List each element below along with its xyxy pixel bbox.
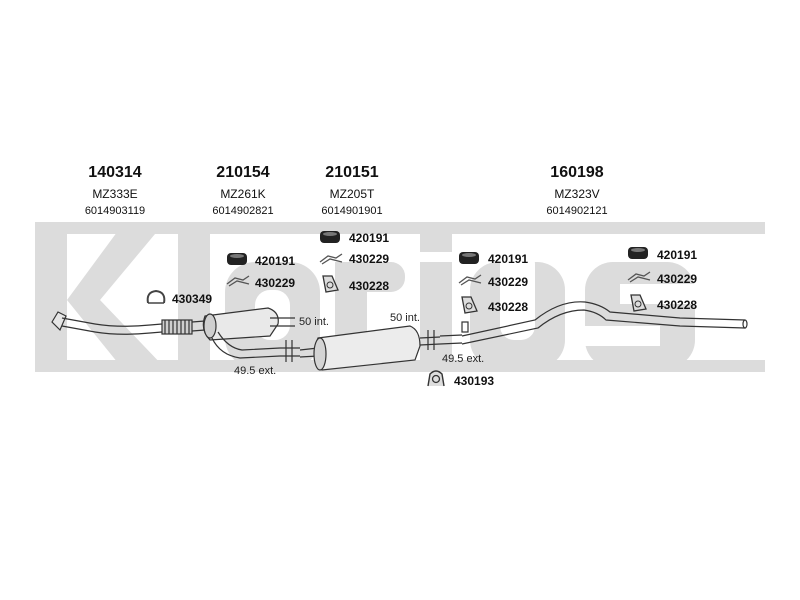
fitting-number: 430228 bbox=[349, 279, 390, 293]
clamp-ring-icon bbox=[146, 289, 166, 304]
oe-number: 6014901901 bbox=[321, 205, 383, 217]
dimension-note: 50 int. bbox=[299, 316, 329, 328]
fitting-number: 430228 bbox=[657, 298, 698, 312]
bracket-icon bbox=[458, 274, 482, 286]
dimension-note: 49.5 ext. bbox=[442, 353, 485, 365]
oe-number: 6014903119 bbox=[84, 205, 146, 217]
center-silencer bbox=[299, 325, 441, 371]
front-silencer bbox=[202, 307, 295, 359]
fitting-number: 420191 bbox=[349, 231, 390, 245]
rubber-mount-icon bbox=[320, 231, 340, 243]
front-pipe bbox=[51, 311, 163, 335]
fitting-number: 430229 bbox=[349, 252, 390, 266]
part-number: 210154 bbox=[216, 164, 270, 181]
rear-pipe bbox=[461, 301, 748, 345]
clamp-icon bbox=[630, 294, 647, 312]
part-code: MZ333E bbox=[92, 187, 138, 201]
fitting-number: 430228 bbox=[488, 300, 529, 314]
fitting-number: 430349 bbox=[172, 292, 213, 306]
oe-number: 6014902821 bbox=[212, 205, 274, 217]
part-210151: 210151 MZ205T 6014901901 bbox=[292, 164, 412, 218]
part-code: MZ323V bbox=[554, 187, 600, 201]
dimension-note: 50 int. bbox=[390, 312, 420, 324]
part-210154: 210154 MZ261K 6014902821 bbox=[183, 164, 303, 218]
bracket-icon bbox=[226, 275, 250, 287]
part-number: 140314 bbox=[88, 164, 142, 181]
clamp-icon bbox=[461, 296, 478, 314]
clamp-icon bbox=[322, 275, 339, 293]
fitting-number: 420191 bbox=[255, 254, 296, 268]
fitting-number: 430229 bbox=[255, 276, 296, 290]
part-number: 210151 bbox=[325, 164, 379, 181]
oe-number: 6014902121 bbox=[546, 205, 608, 217]
part-number: 160198 bbox=[550, 164, 604, 181]
fitting-number: 430193 bbox=[454, 374, 495, 388]
part-140314: 140314 MZ333E 6014903119 bbox=[55, 164, 175, 218]
part-code: MZ205T bbox=[329, 187, 375, 201]
rubber-mount-icon bbox=[227, 253, 247, 265]
bracket-icon bbox=[627, 271, 651, 283]
u-clamp-icon bbox=[427, 370, 445, 387]
fitting-number: 420191 bbox=[657, 248, 698, 262]
joint-2 bbox=[427, 330, 463, 350]
rubber-mount-icon bbox=[628, 247, 648, 259]
part-160198: 160198 MZ323V 6014902121 bbox=[517, 164, 637, 218]
flex-section bbox=[161, 319, 206, 335]
fitting-number: 430229 bbox=[488, 275, 529, 289]
bracket-icon bbox=[319, 253, 343, 265]
joint-1 bbox=[280, 340, 300, 362]
fitting-number: 420191 bbox=[488, 252, 529, 266]
rubber-mount-icon bbox=[459, 252, 479, 264]
dimension-note: 49.5 ext. bbox=[234, 365, 277, 377]
fitting-number: 430229 bbox=[657, 272, 698, 286]
part-code: MZ261K bbox=[220, 187, 266, 201]
